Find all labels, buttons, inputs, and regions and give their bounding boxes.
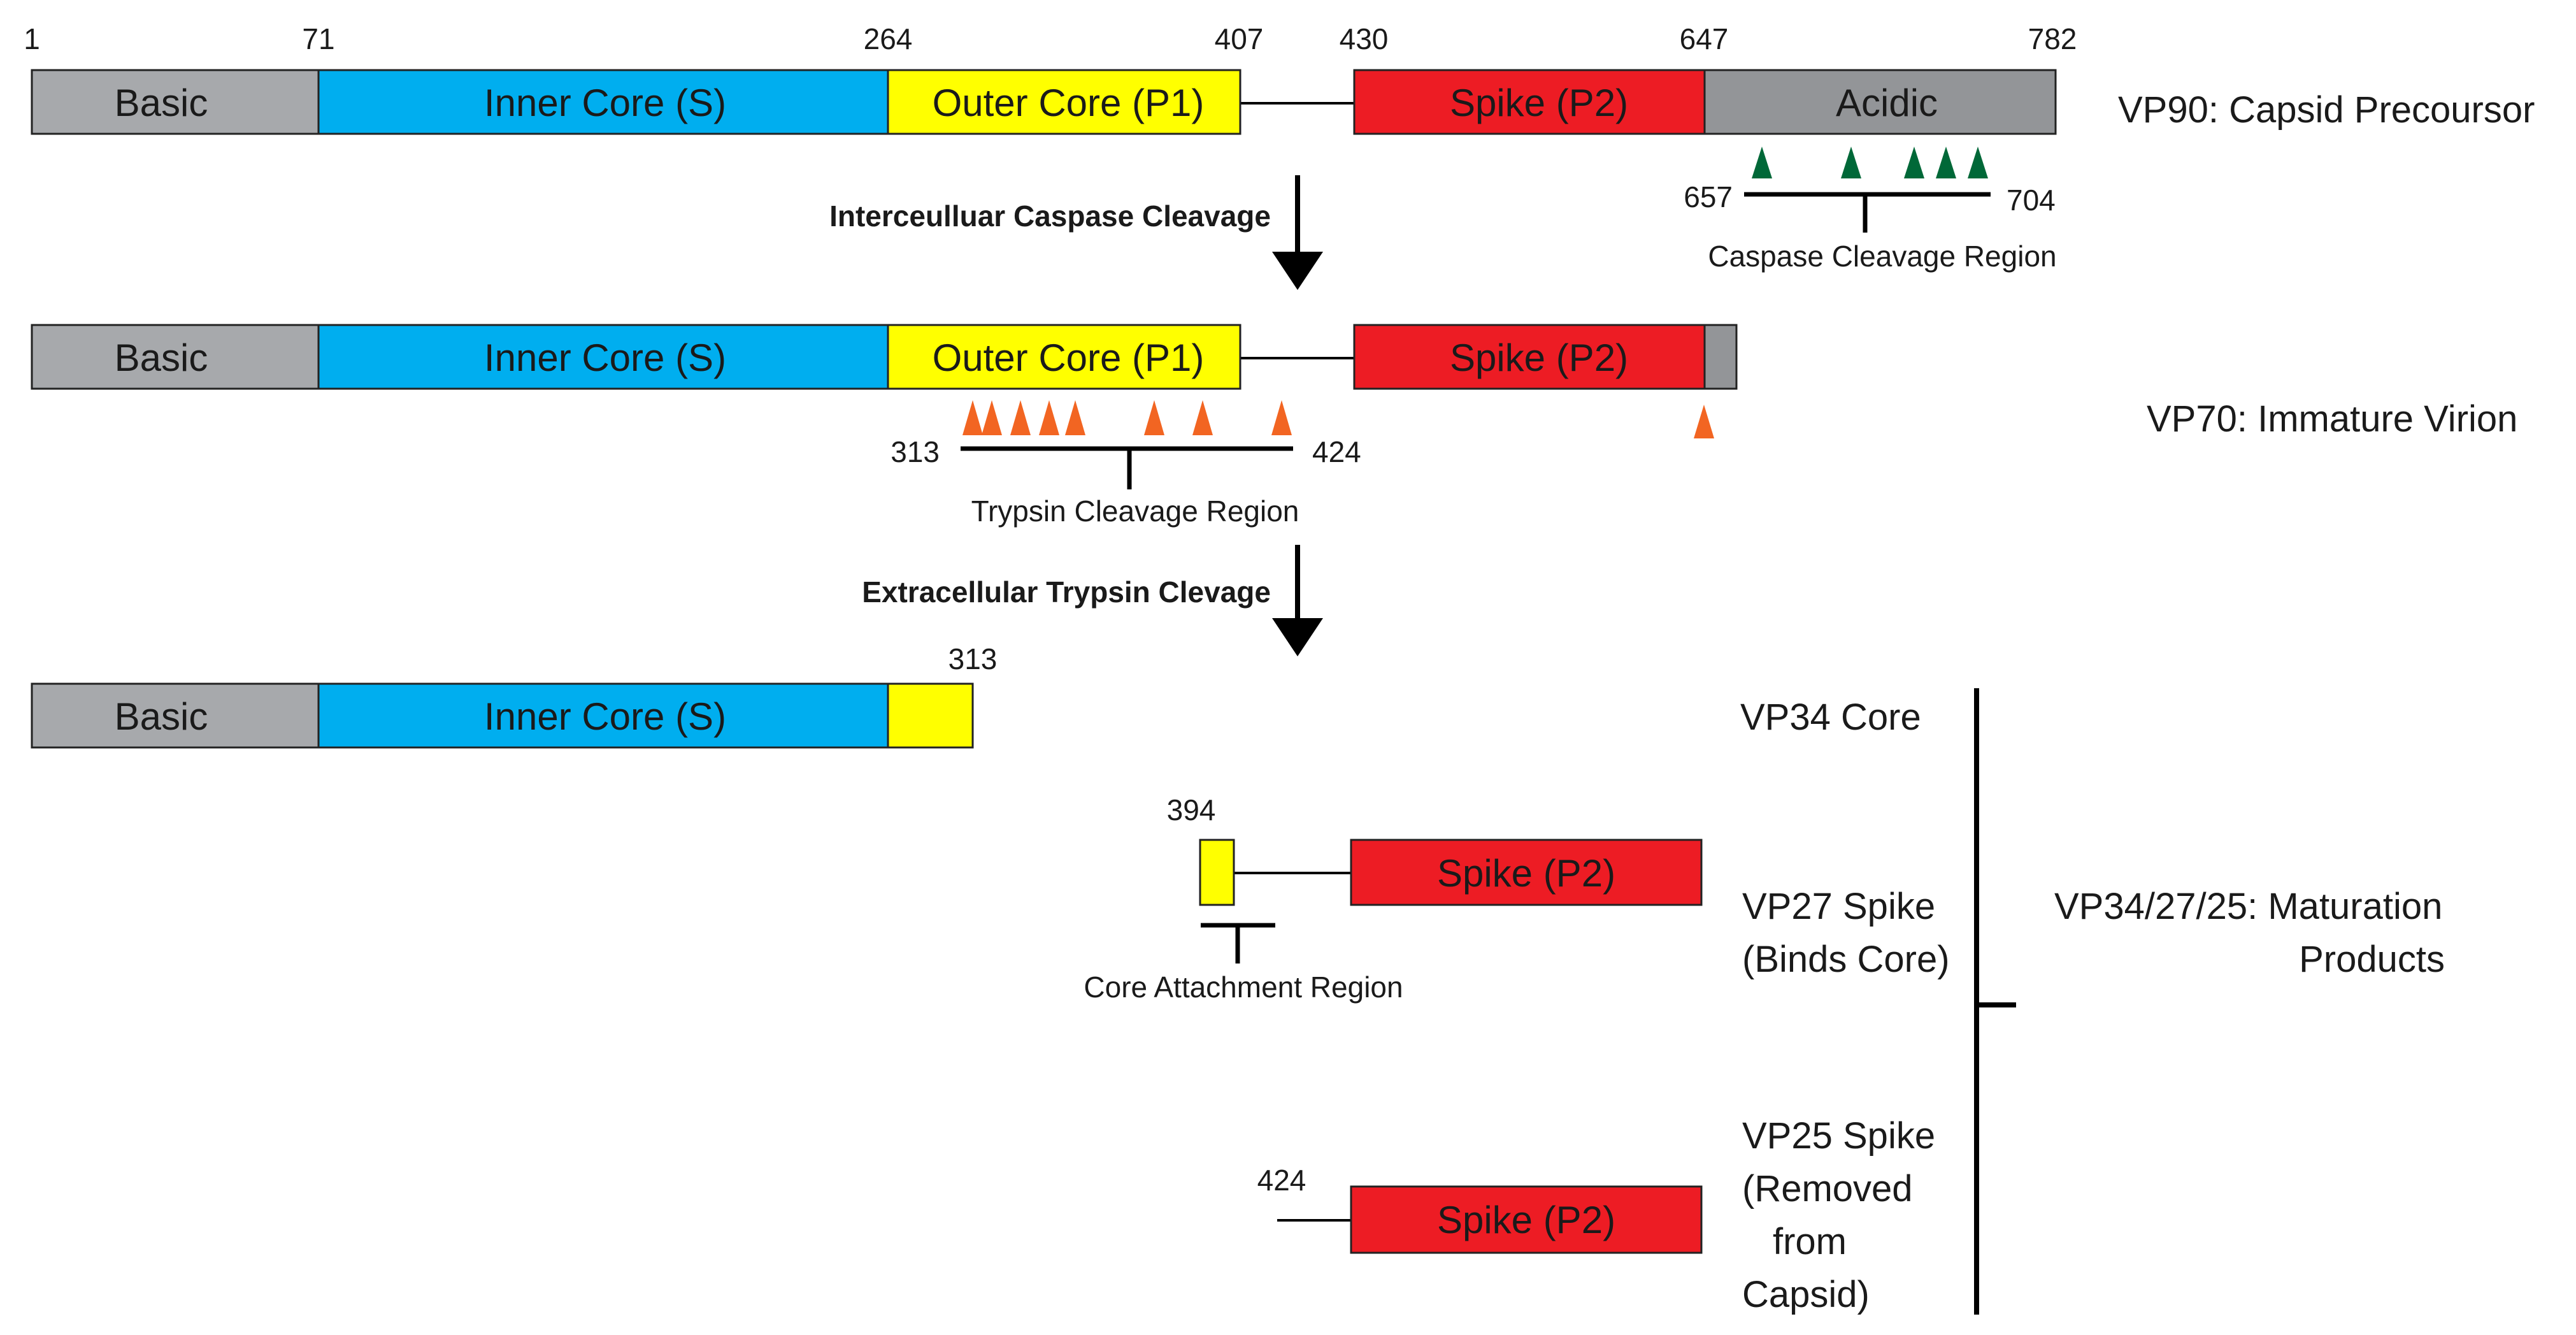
vp90-position-430: 430: [1340, 22, 1389, 55]
vp90-position-782: 782: [2028, 22, 2077, 55]
vp25-label-line3: from: [1773, 1221, 1847, 1262]
trypsin-region-label: Trypsin Cleavage Region: [971, 494, 1299, 528]
caspase-marker-group: [1752, 147, 1988, 178]
caspase-marker-icon: [1841, 147, 1861, 178]
trypsin-marker-icon: [1694, 405, 1714, 438]
trypsin-region-end: 424: [1312, 435, 1361, 468]
vp27-position-394: 394: [1167, 793, 1216, 826]
vp27-label-line1: VP27 Spike: [1742, 886, 1935, 927]
trypsin-marker-icon: [1192, 400, 1213, 435]
products-label-line1: VP34/27/25: Maturation: [2054, 886, 2442, 927]
trypsin-marker-icon: [1010, 400, 1031, 435]
vp90-acidic-segment: [1703, 69, 2057, 135]
vp34-row: 313 Basic Inner Core (S) VP34 Core: [31, 642, 1921, 749]
vp70-inner-core-label: Inner Core (S): [484, 336, 726, 379]
vp25-spike-segment: [1350, 1185, 1703, 1254]
vp70-acidic-stub: [1703, 324, 1738, 390]
vp90-position-264: 264: [864, 22, 913, 55]
vp34-label: VP34 Core: [1740, 696, 1921, 738]
products-label-line2: Products: [2299, 939, 2445, 980]
caspase-marker-icon: [1968, 147, 1988, 178]
vp25-label-line4: Capsid): [1742, 1274, 1870, 1315]
vp90-outer-core-segment: [887, 69, 1241, 135]
maturation-products-bracket: VP34/27/25: Maturation Products: [1974, 688, 2445, 1315]
vp25-label-line2: (Removed: [1742, 1168, 1913, 1209]
caspase-marker-icon: [1904, 147, 1924, 178]
trypsin-marker-icon: [962, 400, 983, 435]
trypsin-marker-icon: [1039, 400, 1059, 435]
vp90-position-71: 71: [302, 22, 334, 55]
vp25-row: 424 Spike (P2) VP25 Spike (Removed from …: [1257, 1115, 1935, 1315]
caspase-marker-icon: [1936, 147, 1956, 178]
down-arrow-head-icon: [1272, 252, 1323, 290]
vp34-basic-label: Basic: [115, 695, 208, 738]
vp34-outer-core-stub: [887, 682, 974, 749]
trypsin-marker-icon: [1065, 400, 1085, 435]
down-arrow-head-icon: [1272, 618, 1323, 656]
trypsin-marker-icon: [982, 400, 1002, 435]
vp70-inner-core-segment: [317, 324, 889, 390]
vp70-outer-core-label: Outer Core (P1): [933, 336, 1205, 379]
caspase-region-label: Caspase Cleavage Region: [1708, 240, 2056, 273]
caspase-region-end: 704: [2007, 184, 2056, 217]
vp34-inner-core-segment: [317, 682, 889, 749]
vp90-position-407: 407: [1215, 22, 1264, 55]
trypsin-cleavage-step: Extracellular Trypsin Clevage: [862, 545, 1323, 656]
vp90-position-647: 647: [1680, 22, 1729, 55]
vp90-inner-core-label: Inner Core (S): [484, 82, 726, 124]
caspase-cleavage-step-label: Interceulluar Caspase Cleavage: [829, 199, 1271, 233]
vp90-row: 1 71 264 407 430 647 782 Basic Inner Cor…: [24, 22, 2535, 273]
caspase-cleavage-step: Interceulluar Caspase Cleavage: [829, 175, 1323, 290]
vp25-label-line1: VP25 Spike: [1742, 1115, 1935, 1157]
vp70-basic-segment: [31, 324, 320, 390]
vp90-acidic-label: Acidic: [1836, 82, 1938, 124]
vp90-position-1: 1: [24, 22, 40, 55]
vp27-spike-label: Spike (P2): [1437, 852, 1615, 895]
caspase-region-start: 657: [1684, 180, 1733, 213]
trypsin-region-start: 313: [891, 435, 940, 468]
vp27-spike-segment: [1350, 839, 1703, 906]
vp25-position-424: 424: [1257, 1164, 1306, 1197]
vp27-row: 394 Spike (P2) Core Attachment Region VP…: [1084, 793, 1949, 1004]
vp34-inner-core-label: Inner Core (S): [484, 695, 726, 738]
vp70-basic-label: Basic: [115, 336, 208, 379]
vp34-position-313: 313: [948, 642, 998, 675]
trypsin-cleavage-step-label: Extracellular Trypsin Clevage: [862, 575, 1271, 609]
caspase-marker-icon: [1752, 147, 1772, 178]
trypsin-marker-icon: [1144, 400, 1164, 435]
vp70-row: Basic Inner Core (S) Outer Core (P1) Spi…: [31, 324, 2517, 528]
core-attachment-label: Core Attachment Region: [1084, 971, 1403, 1004]
vp70-label: VP70: Immature Virion: [2147, 398, 2517, 440]
vp90-basic-label: Basic: [115, 82, 208, 124]
vp90-spike-label: Spike (P2): [1450, 82, 1628, 124]
trypsin-marker-group: [962, 400, 1714, 438]
vp70-spike-label: Spike (P2): [1450, 336, 1628, 379]
vp27-label-line2: (Binds Core): [1742, 939, 1950, 980]
vp70-spike-segment: [1353, 324, 1706, 390]
vp90-label: VP90: Capsid Precoursor: [2118, 89, 2535, 131]
vp90-outer-core-label: Outer Core (P1): [933, 82, 1205, 124]
vp27-outer-core-stub: [1199, 839, 1235, 906]
vp90-inner-core-segment: [317, 69, 889, 135]
vp25-spike-label: Spike (P2): [1437, 1199, 1615, 1241]
vp70-outer-core-segment: [887, 324, 1241, 390]
trypsin-marker-icon: [1271, 400, 1292, 435]
